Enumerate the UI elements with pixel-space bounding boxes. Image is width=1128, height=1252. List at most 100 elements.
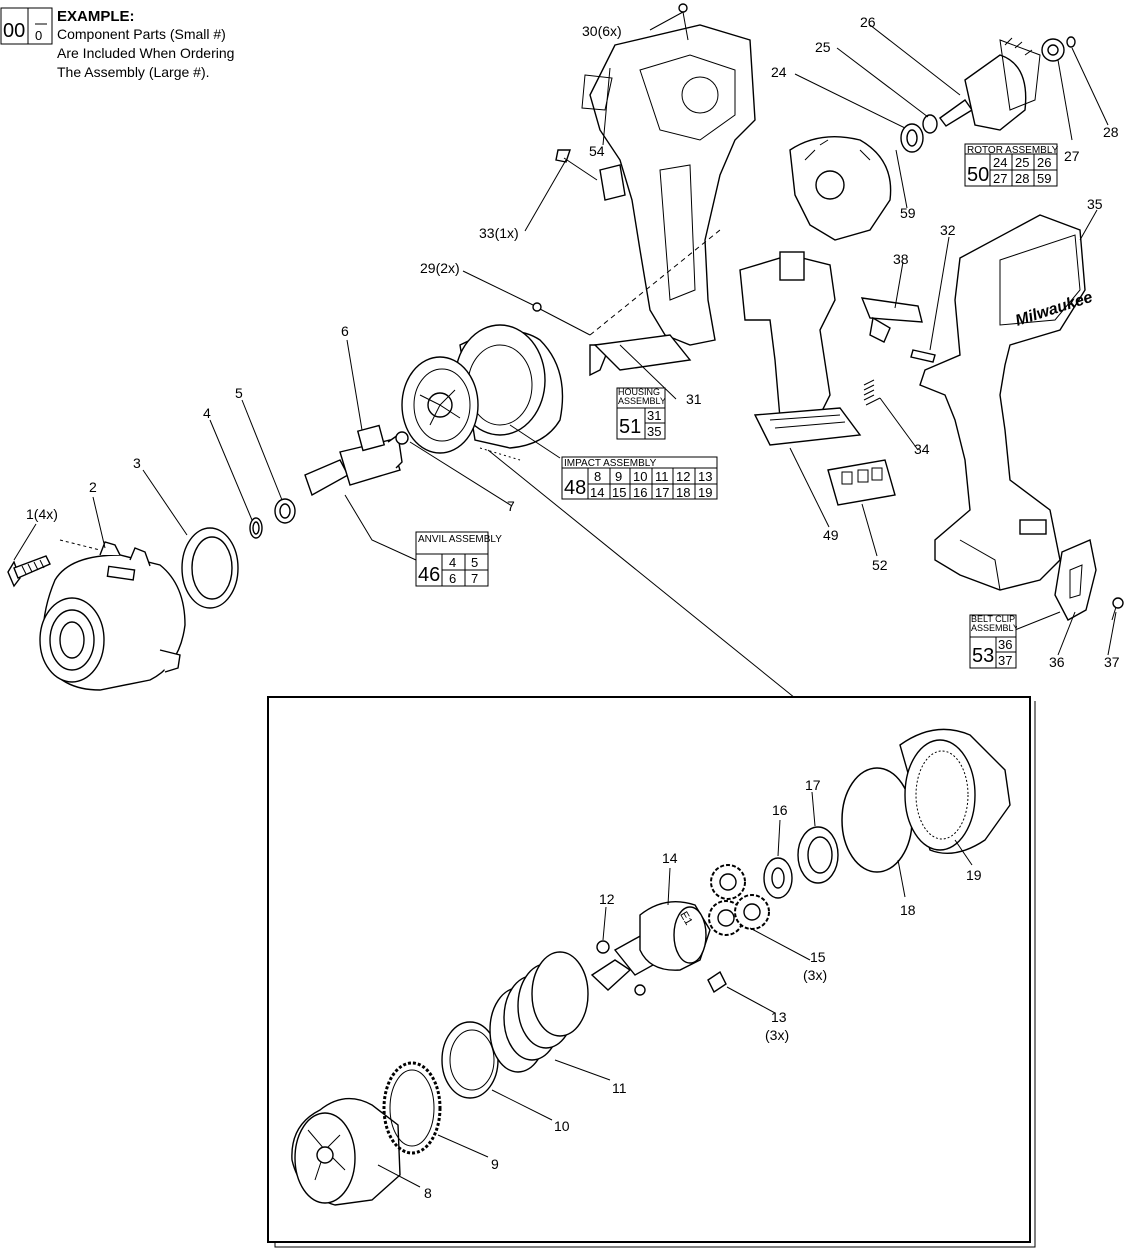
impact-assembly-title: IMPACT ASSEMBLY xyxy=(564,458,657,469)
rotor-parts xyxy=(900,36,1076,153)
part-11-spring xyxy=(489,951,589,1073)
callout-12: 12 xyxy=(599,891,615,907)
callout-54: 54 xyxy=(589,143,605,159)
right-housing-half: Milwaukee xyxy=(910,214,1095,591)
motor-stator xyxy=(789,135,892,241)
callout-52: 52 xyxy=(872,557,888,573)
callout-31: 31 xyxy=(686,391,702,407)
callout-6: 6 xyxy=(341,323,349,339)
rotor-part-cell: 26 xyxy=(1037,155,1051,170)
rotor-part-cell: 59 xyxy=(1037,171,1051,186)
callout-27: 27 xyxy=(1064,148,1080,164)
callout-18: 18 xyxy=(900,902,916,918)
callout-16: 16 xyxy=(772,802,788,818)
callout-37: 37 xyxy=(1104,654,1120,670)
callout-17: 17 xyxy=(805,777,821,793)
callout-36: 36 xyxy=(1049,654,1065,670)
callout-2: 2 xyxy=(89,479,97,495)
callout-13-qty: (3x) xyxy=(765,1027,789,1043)
beltclip-assembly-number: 53 xyxy=(972,645,994,667)
callout-8: 8 xyxy=(424,1185,432,1201)
impact-mechanism-cluster xyxy=(401,324,564,461)
callout-32: 32 xyxy=(940,222,956,238)
part-12-ball xyxy=(596,940,610,954)
housing-assembly-table: HOUSING ASSEMBLY 51 31 35 xyxy=(616,387,666,440)
anvil-part-cell: 5 xyxy=(471,555,478,570)
example-line-1: Component Parts (Small #) xyxy=(57,26,226,42)
part-7-ball xyxy=(395,431,409,445)
callout-33: 33(1x) xyxy=(479,225,519,241)
part-38-switch xyxy=(860,297,923,343)
callout-labels-top: 1(4x) 2 3 4 5 6 7 24 25 26 27 28 29(2x) … xyxy=(26,14,1120,670)
example-legend: 00 0 EXAMPLE: Component Parts (Small #) … xyxy=(0,7,234,80)
part-33-screw xyxy=(555,149,598,181)
rotor-part-cell: 25 xyxy=(1015,155,1029,170)
beltclip-assembly-table: BELT CLIP ASSEMBLY 53 36 37 xyxy=(969,614,1017,669)
callout-3: 3 xyxy=(133,455,141,471)
example-line-2: Are Included When Ordering xyxy=(57,45,234,61)
part-3-seal-ring xyxy=(181,527,239,609)
impact-assembly-table: IMPACT ASSEMBLY 48 8 9 10 11 12 13 14 15… xyxy=(561,456,718,500)
anvil-part-cell: 4 xyxy=(449,555,456,570)
callout-5: 5 xyxy=(235,385,243,401)
impact-part-cell: 8 xyxy=(594,469,601,484)
impact-assembly-number: 48 xyxy=(564,477,586,499)
callout-7: 7 xyxy=(507,498,515,514)
callout-34: 34 xyxy=(914,441,930,457)
rotor-assembly-table: ROTOR ASSEMBLY 50 24 25 26 27 28 59 xyxy=(964,143,1059,187)
part-29-screw xyxy=(532,229,721,336)
part-16-washer xyxy=(763,857,793,899)
impact-part-cell: 19 xyxy=(698,485,712,500)
callout-30: 30(6x) xyxy=(582,23,622,39)
housing-assembly-number: 51 xyxy=(619,416,641,438)
example-title: EXAMPLE: xyxy=(57,8,135,25)
callout-49: 49 xyxy=(823,527,839,543)
impact-part-cell: 12 xyxy=(676,469,690,484)
callout-14: 14 xyxy=(662,850,678,866)
part-9-ball-ring xyxy=(382,1061,442,1155)
part-17-bearing xyxy=(797,826,839,884)
housing-assembly-title: HOUSING ASSEMBLY xyxy=(618,388,665,406)
callout-35: 35 xyxy=(1087,196,1103,212)
callout-29: 29(2x) xyxy=(420,260,460,276)
impact-part-cell: 16 xyxy=(633,485,647,500)
beltclip-part-cell: 37 xyxy=(998,653,1012,668)
example-big-number: 00 xyxy=(3,20,25,42)
callout-13: 13 xyxy=(771,1009,787,1025)
svg-text:E1: E1 xyxy=(677,910,694,928)
example-line-3: The Assembly (Large #). xyxy=(57,64,210,80)
housing-part-cell: 35 xyxy=(647,424,661,439)
callout-28: 28 xyxy=(1103,124,1119,140)
impact-part-cell: 9 xyxy=(615,469,622,484)
callout-10: 10 xyxy=(554,1118,570,1134)
part-36-belt-clip xyxy=(1054,539,1097,621)
handle-electronics xyxy=(739,251,862,446)
rotor-part-cell: 27 xyxy=(993,171,1007,186)
part-5-washer xyxy=(274,498,296,524)
left-housing-half xyxy=(581,24,756,377)
part-52-terminal-block xyxy=(827,459,896,506)
callout-11: 11 xyxy=(612,1080,627,1096)
callout-1: 1(4x) xyxy=(26,506,58,522)
rotor-assembly-title: ROTOR ASSEMBLY xyxy=(967,145,1059,156)
callout-24: 24 xyxy=(771,64,787,80)
callout-25: 25 xyxy=(815,39,831,55)
example-small-number: 0 xyxy=(35,28,42,43)
callout-4: 4 xyxy=(203,405,211,421)
callout-15: 15 xyxy=(810,949,826,965)
anvil-assembly-title: ANVIL ASSEMBLY xyxy=(418,534,502,545)
anvil-assembly-number: 46 xyxy=(418,564,440,586)
anvil-assembly-table: ANVIL ASSEMBLY 46 4 5 6 7 xyxy=(415,531,502,587)
callout-9: 9 xyxy=(491,1156,499,1172)
callout-26: 26 xyxy=(860,14,876,30)
part-4-retaining-ring xyxy=(249,517,263,539)
impact-part-cell: 13 xyxy=(698,469,712,484)
part-34-spring xyxy=(863,379,881,406)
anvil-part-cell: 7 xyxy=(471,571,478,586)
rotor-part-cell: 24 xyxy=(993,155,1007,170)
anvil-part-cell: 6 xyxy=(449,571,456,586)
impact-part-cell: 17 xyxy=(655,485,669,500)
part-19-ring-gear xyxy=(899,728,1011,854)
impact-detail-box: E1 xyxy=(267,449,1036,1248)
